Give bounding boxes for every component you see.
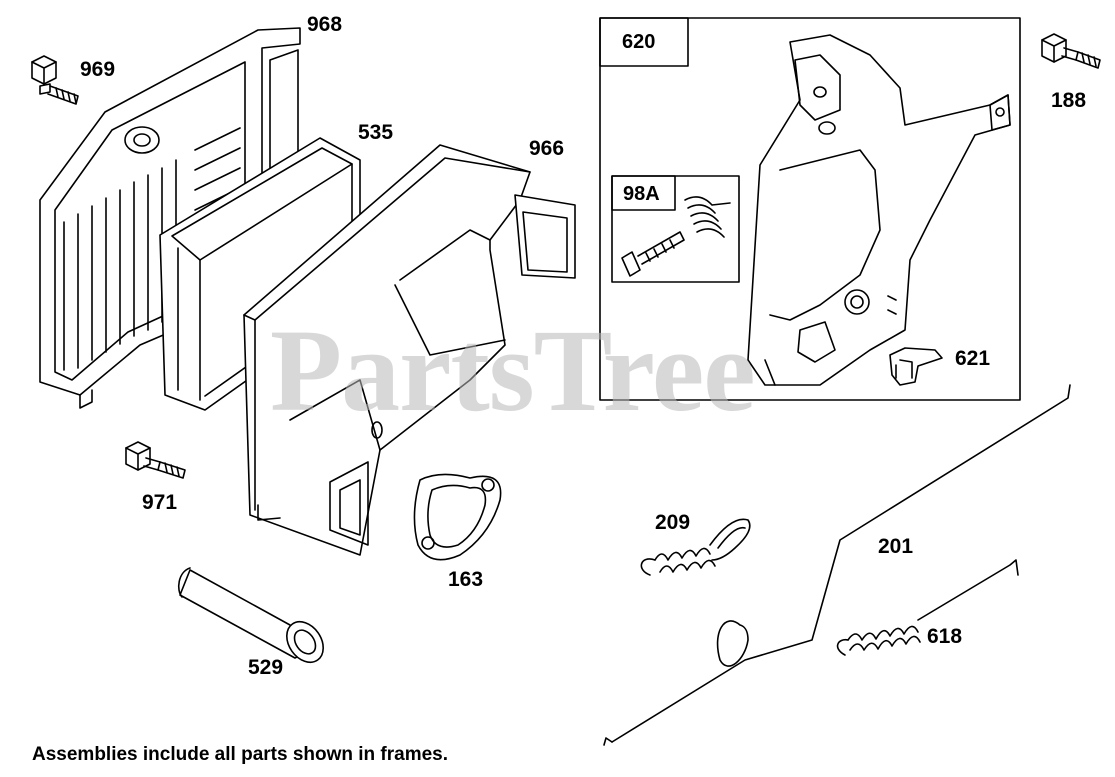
screw-969[interactable]	[31, 55, 79, 105]
part-label-529[interactable]: 529	[248, 656, 284, 679]
clip-621[interactable]	[889, 347, 943, 386]
part-label-618[interactable]: 618	[927, 625, 963, 648]
spring-98a-assembly[interactable]	[621, 196, 731, 277]
part-label-201[interactable]: 201	[878, 535, 914, 558]
frame-620	[599, 17, 1021, 401]
part-label-535[interactable]: 535	[358, 121, 394, 144]
part-label-621[interactable]: 621	[955, 347, 991, 370]
frame-label-98a[interactable]: 98A	[623, 183, 660, 205]
screw-971[interactable]	[125, 441, 186, 479]
screw-188[interactable]	[1041, 33, 1101, 69]
part-label-966[interactable]: 966	[529, 137, 565, 160]
part-label-968[interactable]: 968	[307, 13, 343, 36]
spring-209[interactable]	[640, 518, 751, 576]
frame-label-620[interactable]: 620	[622, 31, 656, 53]
governor-link-rod-201[interactable]	[603, 384, 1071, 746]
gasket-163[interactable]	[413, 473, 502, 561]
filter-element-535[interactable]	[159, 137, 361, 411]
tube-529[interactable]	[177, 567, 331, 669]
governor-control-bracket[interactable]	[747, 34, 1011, 386]
part-label-163[interactable]: 163	[448, 568, 484, 591]
air-cleaner-base-966[interactable]	[243, 144, 576, 556]
assemblies-footnote: Assemblies include all parts shown in fr…	[32, 744, 449, 765]
part-label-969[interactable]: 969	[80, 58, 116, 81]
spring-618[interactable]	[836, 559, 1019, 656]
part-label-188[interactable]: 188	[1051, 89, 1087, 112]
part-label-209[interactable]: 209	[655, 511, 691, 534]
part-label-971[interactable]: 971	[142, 491, 178, 514]
